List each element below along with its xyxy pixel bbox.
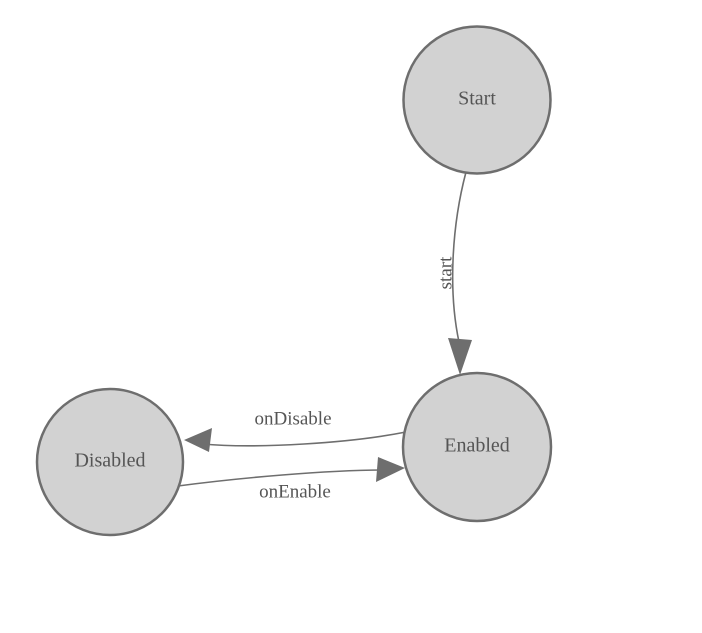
node-label-enabled: Enabled (444, 435, 510, 457)
node-label-disabled: Disabled (74, 450, 145, 472)
edge-label-start: start (435, 256, 456, 289)
edge-path-start-to-enabled (451, 171, 467, 343)
edge-path-enabled-to-disabled (201, 431, 407, 447)
node-enabled[interactable]: Enabled (401, 371, 553, 523)
arrowhead-into-disabled (184, 428, 212, 452)
edge-path-disabled-to-enabled (177, 469, 386, 487)
edge-start-to-enabled[interactable]: start (435, 171, 472, 375)
edge-label-ondisable: onDisable (254, 408, 331, 429)
arrowhead-into-enabled-from-disabled (376, 457, 405, 482)
node-disabled[interactable]: Disabled (35, 387, 185, 537)
edge-enabled-to-disabled[interactable]: onDisable (184, 408, 407, 452)
edge-label-onenable: onEnable (259, 481, 331, 502)
arrowhead-into-enabled-from-start (448, 338, 472, 375)
node-label-start: Start (458, 88, 496, 110)
node-circle-start (402, 25, 552, 175)
node-start[interactable]: Start (402, 25, 552, 175)
node-circle-enabled (401, 371, 553, 523)
node-circle-disabled (35, 387, 185, 537)
edge-disabled-to-enabled[interactable]: onEnable (177, 457, 405, 502)
